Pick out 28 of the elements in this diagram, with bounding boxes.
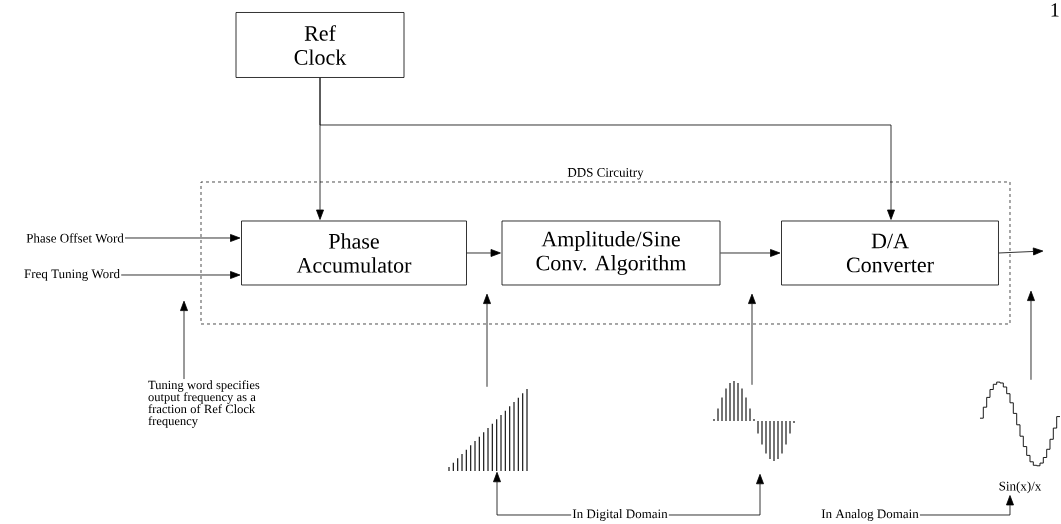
signal-label: In Digital Domain (572, 509, 668, 521)
arrow (124, 234, 241, 242)
node-label: Sin(x)/x (999, 481, 1042, 494)
arrow (668, 473, 764, 516)
node-label: DDS Circuitry (567, 168, 644, 180)
arrow (466, 249, 501, 257)
arrow (1027, 290, 1035, 381)
arrow (748, 293, 756, 386)
arrow (319, 77, 895, 220)
signal-label: In Analog Domain (821, 509, 919, 521)
block-box: D/A Converter (781, 220, 999, 286)
arrow (720, 249, 781, 257)
arrow (493, 471, 572, 516)
signal-label: Phase Offset Word (26, 233, 124, 243)
arrow (120, 271, 241, 279)
waveform-drawing (713, 380, 795, 462)
arrow (180, 300, 188, 380)
waveform-drawing (979, 381, 1061, 467)
arrow (919, 495, 1014, 516)
page-number: 1 (1051, 3, 1059, 17)
block-box: Phase Accumulator (241, 220, 467, 286)
arrow (483, 293, 491, 388)
block-box: Ref Clock (235, 12, 405, 78)
signal-label: Freq Tuning Word (24, 269, 120, 281)
waveform-drawing (448, 388, 528, 472)
arrow (998, 247, 1044, 256)
block-box: Amplitude/Sine Conv. Algorithm (501, 220, 721, 286)
note-text: Tuning word specifies output frequency as a fraction of Ref Clock frequency (148, 380, 260, 428)
